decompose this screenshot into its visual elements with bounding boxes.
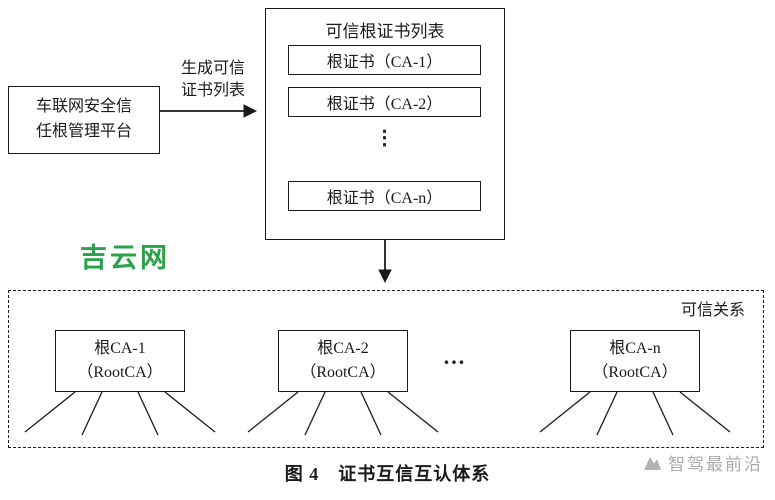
generate-arrow-label: 生成可信 证书列表 <box>180 60 245 100</box>
root-ca-n-name: 根CA-n <box>609 340 661 357</box>
cert-item-ca2: 根证书（CA-2） <box>288 87 481 117</box>
cert-list-box: 可信根证书列表 根证书（CA-1） 根证书（CA-2） ⋮ 根证书（CA-n） <box>265 8 505 240</box>
root-ca-1-label: 根CA-1 （RootCA） <box>77 337 162 385</box>
platform-box: 车联网安全信 任根管理平台 <box>8 86 160 154</box>
brand-watermark: 智驾最前沿 <box>642 450 763 475</box>
root-ca-2-name: 根CA-2 <box>317 340 369 357</box>
cert-item-ca1: 根证书（CA-1） <box>288 45 481 75</box>
root-ca-2-box: 根CA-2 （RootCA） <box>278 330 408 392</box>
root-ca-2-label: 根CA-2 （RootCA） <box>300 337 385 385</box>
root-ca-ellipsis: ... <box>443 344 467 369</box>
site-watermark: 吉云网 <box>80 243 170 273</box>
root-ca-1-name: 根CA-1 <box>94 340 146 357</box>
root-ca-1-sub: （RootCA） <box>77 364 163 381</box>
cert-list-title: 可信根证书列表 <box>325 22 445 41</box>
root-ca-n-box: 根CA-n （RootCA） <box>570 330 700 392</box>
trust-zone: 可信关系 <box>8 290 764 448</box>
root-ca-2-sub: （RootCA） <box>300 364 386 381</box>
root-ca-1-box: 根CA-1 （RootCA） <box>55 330 185 392</box>
figure-caption: 图 4 证书互信互认体系 <box>284 464 491 484</box>
brand-watermark-text: 智驾最前沿 <box>668 455 763 474</box>
root-ca-n-label: 根CA-n （RootCA） <box>592 337 677 385</box>
cert-list-ellipsis: ⋮ <box>374 127 396 149</box>
cert-item-can: 根证书（CA-n） <box>288 181 481 211</box>
platform-box-label: 车联网安全信 任根管理平台 <box>35 98 132 140</box>
root-ca-n-sub: （RootCA） <box>592 364 678 381</box>
brand-logo-icon <box>644 456 661 470</box>
trust-zone-label: 可信关系 <box>680 302 745 319</box>
